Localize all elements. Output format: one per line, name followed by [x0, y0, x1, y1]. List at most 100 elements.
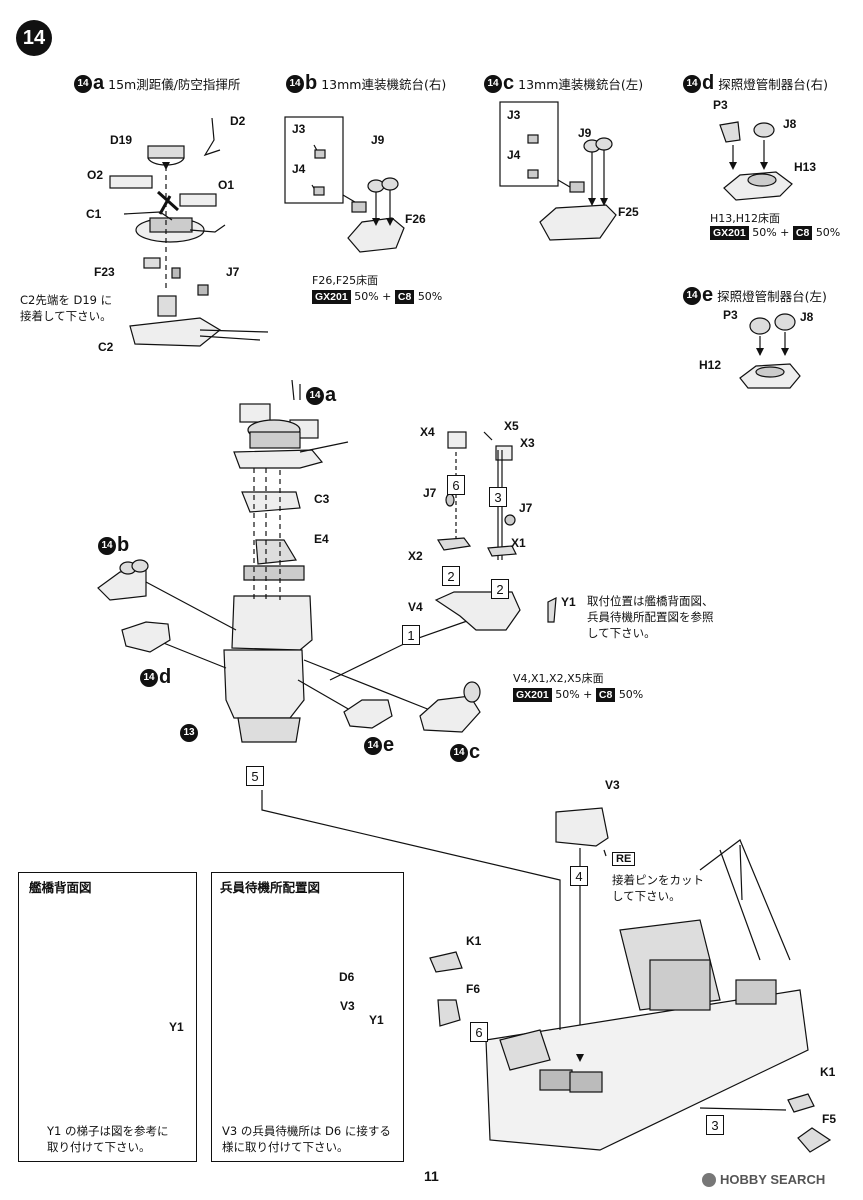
plus-sign: + [780, 226, 790, 239]
sequence-box: 2 [491, 579, 509, 599]
part-label: J3 [292, 122, 306, 136]
part-label: F26 [405, 212, 426, 226]
part-label: J8 [783, 117, 797, 131]
paint-chip: GX201 [710, 226, 749, 240]
step-badge: 14 [450, 743, 468, 762]
arrow-icon [781, 348, 789, 356]
re-marker: RE [612, 852, 636, 866]
paint-ratio: 50% [555, 688, 580, 701]
part-label: D2 [230, 114, 246, 128]
plus-sign: + [382, 290, 392, 303]
part-label: J4 [292, 162, 306, 176]
page-number: 11 [424, 1168, 439, 1184]
placement-note: 取付位置は艦橋背面図、 兵員待機所配置図を参照 して下さい。 [587, 593, 714, 641]
paint-chip: C8 [595, 688, 616, 702]
cut-pin-note: 接着ピンをカット して下さい。 [612, 872, 704, 904]
part-label: V3 [605, 778, 620, 792]
plus-sign: + [583, 688, 593, 701]
part-label: K1 [820, 1065, 836, 1079]
part-label: F23 [94, 265, 115, 279]
panel-note: Y1 の梯子は図を参考に 取り付けて下さい。 [47, 1123, 169, 1155]
hull-assembly-drawing [261, 790, 832, 1153]
searchlight-controller-left-drawing [739, 313, 801, 389]
paint-note: F26,F25床面 [312, 274, 379, 287]
sequence-box: 4 [570, 866, 588, 886]
assembly-note: C2先端を D19 に 接着して下さい。 [20, 292, 112, 324]
part-label: J7 [226, 265, 240, 279]
panel-title: 兵員待機所配置図 [220, 880, 321, 895]
arrow-icon [386, 218, 394, 226]
sequence-box: 1 [402, 625, 420, 645]
bridge-rear-view-panel: 艦橋背面図 Y1 Y1 の梯子は図を参考に 取り付けて下さい。 [18, 872, 197, 1162]
part-label: F25 [618, 205, 639, 219]
part-label: F6 [466, 982, 481, 996]
part-label: J9 [371, 133, 385, 147]
subassembly-name: 15m測距儀/防空指揮所 [108, 77, 241, 92]
sequence-box: 2 [442, 566, 460, 586]
platform-v4-drawing [434, 431, 557, 631]
sequence-box: 3 [489, 487, 507, 507]
part-label: H13 [794, 160, 817, 174]
step-badge: 14 [484, 74, 502, 93]
paint-note: V4,X1,X2,X5床面 [513, 672, 604, 685]
part-label: X4 [420, 425, 435, 439]
part-label: J8 [800, 310, 814, 324]
callout-letter: b [117, 534, 130, 556]
part-label: O2 [87, 168, 104, 182]
note-line: して下さい。 [587, 626, 656, 640]
note-line: V3 の兵員待機所は D6 に接する [222, 1124, 391, 1138]
note-line: 取付位置は艦橋背面図、 [587, 594, 714, 608]
part-label: D19 [110, 133, 133, 147]
step-badge: 14 [683, 74, 701, 93]
sequence-box: 3 [706, 1115, 724, 1135]
paint-chip: GX201 [513, 688, 552, 702]
sub-letter: a [93, 72, 105, 94]
part-label: V3 [340, 999, 355, 1013]
part-label: X3 [520, 436, 535, 450]
sub-letter: e [702, 284, 714, 306]
paint-mix: GX201 50% + C8 50% [513, 688, 643, 702]
part-label: J9 [578, 126, 592, 140]
part-label: J7 [423, 486, 437, 500]
part-label: J3 [507, 108, 521, 122]
note-line: 取り付けて下さい。 [47, 1140, 151, 1154]
part-label: V4 [408, 600, 423, 614]
arrow-icon [760, 162, 768, 170]
paint-chip: C8 [792, 226, 813, 240]
part-label: D6 [339, 970, 355, 984]
step-badge: 14 [74, 74, 92, 93]
paint-ratio: 50% [417, 290, 443, 303]
arrow-icon [600, 198, 608, 206]
subassembly-name: 13mm連装機銃台(左) [518, 77, 644, 92]
part-label: H12 [699, 358, 722, 372]
part-label: X2 [408, 549, 423, 563]
callout-letter: a [325, 384, 337, 406]
step-badge: 14 [306, 386, 324, 405]
note-line: して下さい。 [612, 889, 681, 903]
crew-standby-panel: 兵員待機所配置図 D6 V3 Y1 V3 の兵員待機所は D6 に接する 様に取… [211, 872, 404, 1162]
sub-letter: b [305, 72, 318, 94]
paint-mix: GX201 50% + C8 50% [710, 226, 841, 240]
callout-letter: c [469, 741, 481, 763]
sub-letter: c [503, 72, 515, 94]
part-label: O1 [218, 178, 235, 192]
watermark: HOBBY SEARCH [702, 1172, 825, 1187]
gun-mount-right-drawing [284, 116, 405, 253]
subassembly-name: 探照燈管制器台(右) [718, 77, 828, 92]
searchlight-controller-right-drawing [719, 121, 793, 201]
paint-ratio: 50% [752, 226, 777, 239]
arrow-icon [372, 218, 380, 226]
rangefinder-assembly-drawing [109, 117, 269, 347]
part-label: E4 [314, 532, 329, 546]
part-label: X1 [511, 536, 526, 550]
step-badge: 14 [286, 74, 304, 93]
paint-ratio: 50% [815, 226, 841, 239]
sequence-box: 6 [447, 475, 465, 495]
part-label: Y1 [561, 595, 576, 609]
